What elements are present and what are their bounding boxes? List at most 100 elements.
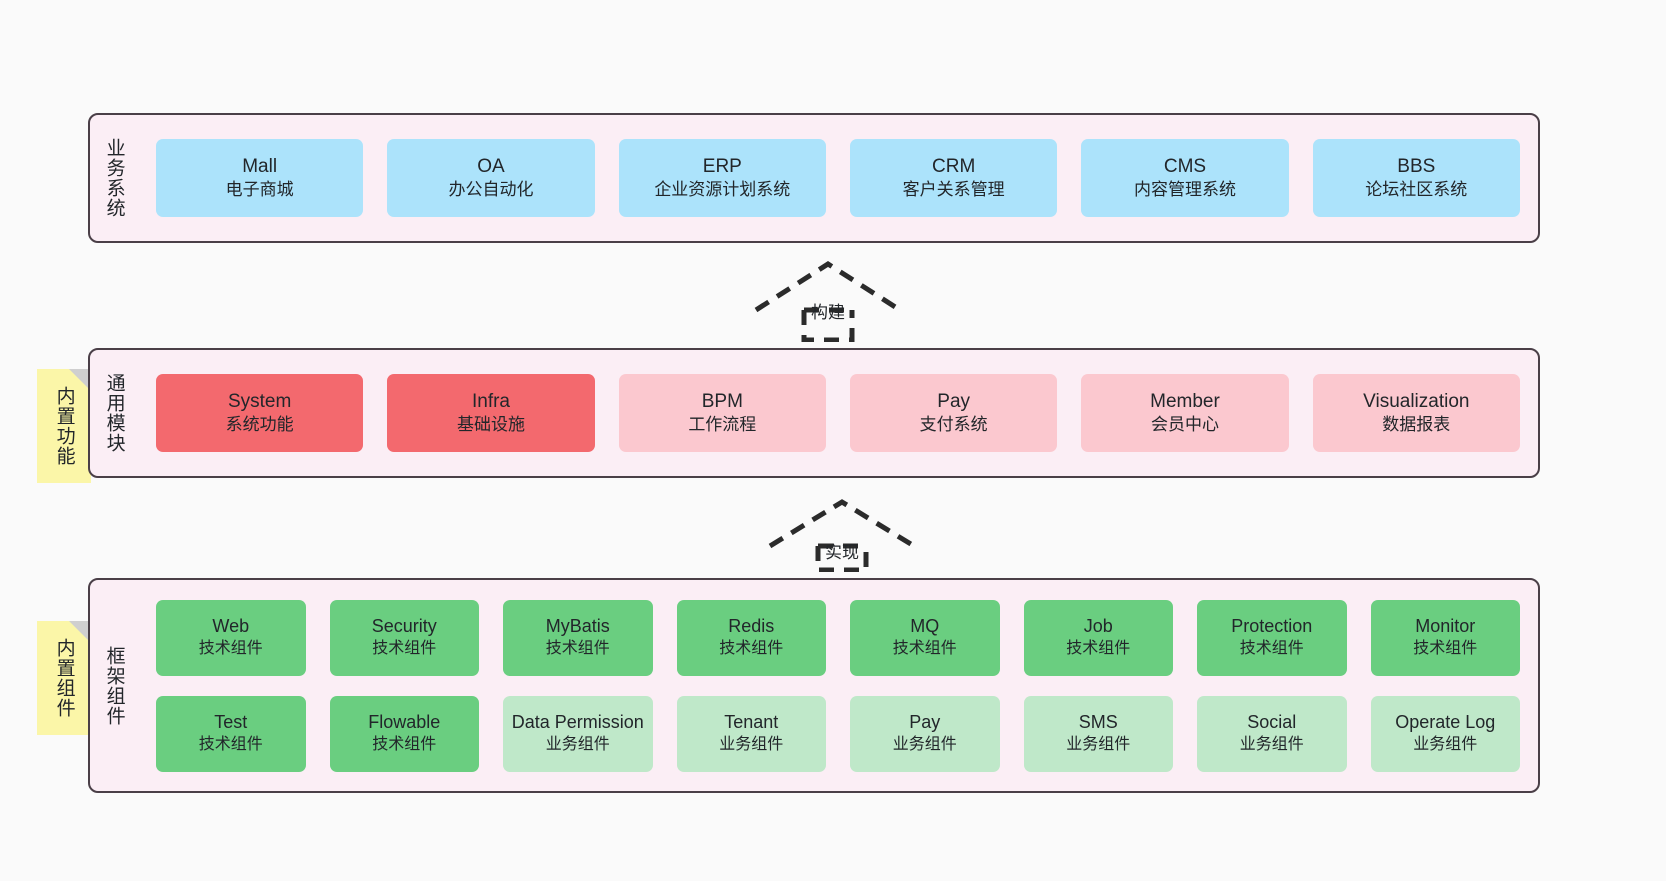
card-pay-business[interactable]: Pay 业务组件	[850, 695, 1000, 772]
card-name: Pay	[909, 712, 941, 733]
card-name: Data Permission	[511, 712, 644, 733]
card-erp[interactable]: ERP 企业资源计划系统	[618, 139, 826, 217]
card-operate-log[interactable]: Operate Log 业务组件	[1370, 695, 1520, 772]
sticky-note-builtin-component: 内置组件	[37, 621, 91, 735]
card-row: Mall 电子商城 OA 办公自动化 ERP 企业资源计划系统 CRM 客户关系…	[156, 139, 1520, 217]
sticky-note-text: 内置功能	[53, 386, 75, 466]
card-crm[interactable]: CRM 客户关系管理	[849, 139, 1058, 217]
card-security[interactable]: Security 技术组件	[329, 599, 479, 676]
card-desc: 技术组件	[1413, 639, 1478, 657]
card-tenant[interactable]: Tenant 业务组件	[676, 695, 826, 772]
card-member[interactable]: Member 会员中心	[1081, 374, 1289, 452]
sticky-note-builtin-function: 内置功能	[37, 369, 91, 483]
layer-body-framework: Web 技术组件 Security 技术组件 MyBatis 技术组件 Redi…	[138, 580, 1538, 791]
card-desc: 基础设施	[456, 415, 525, 435]
card-oa[interactable]: OA 办公自动化	[387, 139, 595, 217]
card-desc: 企业资源计划系统	[654, 180, 791, 200]
note-fold-icon	[69, 621, 91, 643]
card-name: Job	[1083, 616, 1113, 637]
card-row: Test 技术组件 Flowable 技术组件 Data Permission …	[156, 695, 1520, 772]
card-name: Test	[214, 712, 248, 733]
card-name: SMS	[1078, 712, 1118, 733]
layer-body-business: Mall 电子商城 OA 办公自动化 ERP 企业资源计划系统 CRM 客户关系…	[138, 115, 1538, 241]
card-web[interactable]: Web 技术组件	[156, 599, 306, 676]
card-mq[interactable]: MQ 技术组件	[850, 599, 1000, 676]
implement-arrow: 实现	[766, 498, 918, 573]
card-name: Member	[1150, 390, 1220, 412]
card-desc: 业务组件	[1066, 735, 1131, 753]
card-desc: 技术组件	[892, 639, 957, 657]
card-name: CRM	[932, 155, 976, 177]
card-bbs[interactable]: BBS 论坛社区系统	[1312, 139, 1520, 217]
layer-business-systems: 业务系统 Mall 电子商城 OA 办公自动化 ERP 企业资源计划系统 CRM…	[88, 113, 1540, 243]
card-desc: 技术组件	[198, 735, 263, 753]
card-desc: 业务组件	[1239, 735, 1304, 753]
card-name: Flowable	[368, 712, 441, 733]
card-desc: 业务组件	[719, 735, 784, 753]
card-cms[interactable]: CMS 内容管理系统	[1081, 139, 1289, 217]
card-social[interactable]: Social 业务组件	[1197, 695, 1347, 772]
build-arrow-icon	[754, 261, 902, 343]
card-name: Web	[212, 616, 250, 637]
card-name: BPM	[701, 390, 743, 412]
card-data-permission[interactable]: Data Permission 业务组件	[503, 695, 653, 772]
card-desc: 技术组件	[1066, 639, 1131, 657]
build-arrow: 构建	[752, 258, 904, 343]
implement-arrow-icon	[768, 499, 916, 573]
layer-title-framework: 框架组件	[103, 645, 125, 726]
layer-title-business: 业务系统	[103, 138, 125, 218]
card-desc: 技术组件	[545, 639, 610, 657]
card-desc: 技术组件	[719, 639, 784, 657]
card-bpm[interactable]: BPM 工作流程	[618, 374, 826, 452]
layer-general-modules: 通用模块 System 系统功能 Infra 基础设施 BPM 工作流程 Pay…	[88, 348, 1540, 478]
card-pay[interactable]: Pay 支付系统	[849, 374, 1058, 452]
card-infra[interactable]: Infra 基础设施	[387, 374, 595, 452]
card-desc: 支付系统	[919, 415, 988, 435]
card-mybatis[interactable]: MyBatis 技术组件	[503, 599, 653, 676]
card-visualization[interactable]: Visualization 数据报表	[1312, 374, 1520, 452]
card-desc: 电子商城	[225, 180, 294, 200]
card-redis[interactable]: Redis 技术组件	[676, 599, 826, 676]
card-name: CMS	[1163, 155, 1207, 177]
card-desc: 技术组件	[372, 639, 437, 657]
card-desc: 技术组件	[1239, 639, 1304, 657]
layer-framework-components: 框架组件 Web 技术组件 Security 技术组件 MyBatis 技术组件…	[88, 578, 1540, 793]
card-name: Tenant	[724, 712, 779, 733]
card-desc: 技术组件	[372, 735, 437, 753]
card-row: System 系统功能 Infra 基础设施 BPM 工作流程 Pay 支付系统…	[156, 374, 1520, 452]
card-desc: 业务组件	[545, 735, 610, 753]
card-desc: 业务组件	[892, 735, 957, 753]
card-name: Visualization	[1363, 390, 1470, 412]
card-sms[interactable]: SMS 业务组件	[1023, 695, 1173, 772]
card-monitor[interactable]: Monitor 技术组件	[1370, 599, 1520, 676]
card-desc: 业务组件	[1413, 735, 1478, 753]
card-desc: 工作流程	[688, 415, 757, 435]
card-job[interactable]: Job 技术组件	[1023, 599, 1173, 676]
card-desc: 论坛社区系统	[1365, 180, 1468, 200]
card-name: Mall	[242, 155, 278, 177]
card-flowable[interactable]: Flowable 技术组件	[329, 695, 479, 772]
layer-title-modules: 通用模块	[103, 373, 125, 453]
card-desc: 客户关系管理	[902, 180, 1005, 200]
card-protection[interactable]: Protection 技术组件	[1197, 599, 1347, 676]
card-name: MyBatis	[545, 616, 610, 637]
card-name: Redis	[728, 616, 775, 637]
card-name: Operate Log	[1395, 712, 1496, 733]
card-name: Monitor	[1415, 616, 1476, 637]
card-desc: 内容管理系统	[1133, 180, 1236, 200]
card-name: System	[227, 390, 292, 412]
card-name: BBS	[1397, 155, 1436, 177]
card-name: OA	[477, 155, 505, 177]
card-mall[interactable]: Mall 电子商城	[156, 139, 364, 217]
card-test[interactable]: Test 技术组件	[156, 695, 306, 772]
card-system[interactable]: System 系统功能	[156, 374, 364, 452]
card-name: Infra	[471, 390, 510, 412]
card-name: Social	[1247, 712, 1297, 733]
card-name: Pay	[937, 390, 971, 412]
card-name: Security	[371, 616, 437, 637]
card-desc: 会员中心	[1150, 415, 1219, 435]
layer-body-modules: System 系统功能 Infra 基础设施 BPM 工作流程 Pay 支付系统…	[138, 350, 1538, 476]
card-name: MQ	[910, 616, 940, 637]
card-name: Protection	[1231, 616, 1313, 637]
